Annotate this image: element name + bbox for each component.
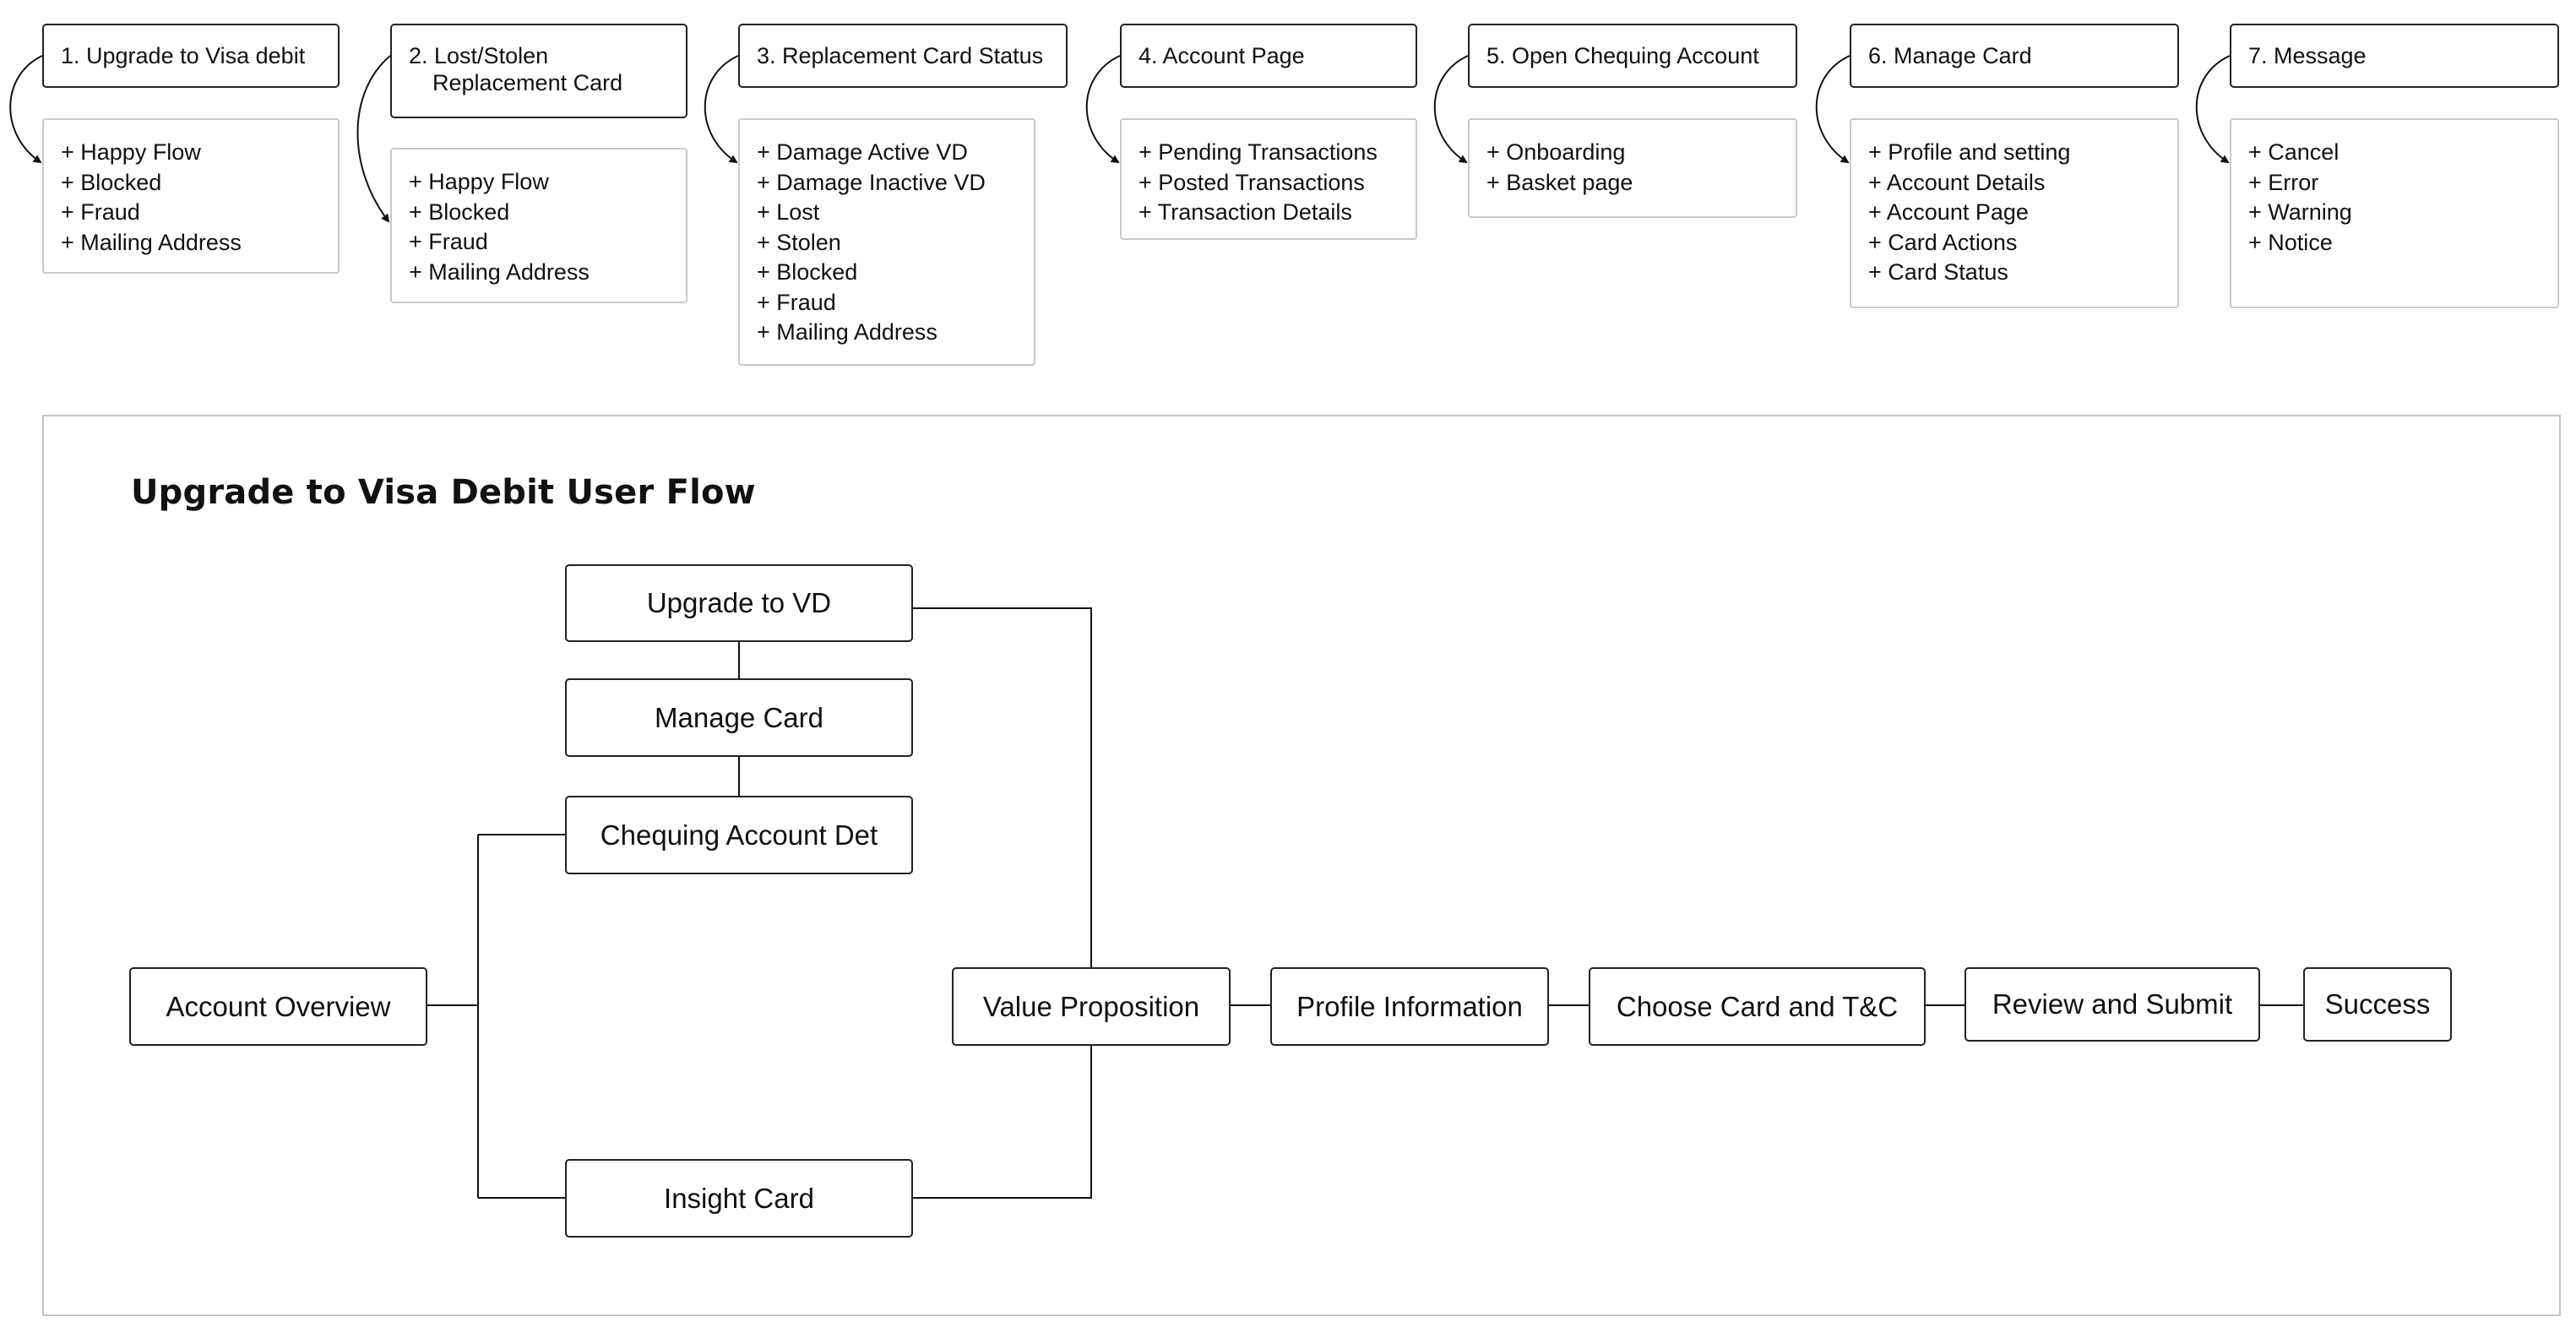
section-4-title: 4. Account Page	[1139, 43, 1305, 68]
list-item: + Damage Active VD	[757, 139, 968, 165]
curved-arrow-5	[1433, 55, 1469, 164]
node-success: Success	[2303, 967, 2452, 1042]
node-label: Insight Card	[664, 1182, 814, 1214]
section-3-list: + Damage Active VD + Damage Inactive VD …	[738, 118, 1035, 366]
section-3-title: 3. Replacement Card Status	[757, 43, 1044, 68]
section-4-list: + Pending Transactions + Posted Transact…	[1120, 118, 1417, 240]
list-item: + Account Details	[1868, 169, 2046, 195]
section-5-list: + Onboarding + Basket page	[1468, 118, 1797, 218]
node-label: Review and Submit	[1992, 988, 2233, 1020]
section-1-list: + Happy Flow + Blocked + Fraud + Mailing…	[42, 118, 340, 274]
list-item: + Account Page	[1868, 199, 2029, 225]
curved-arrow-7	[2195, 55, 2231, 164]
list-item: + Lost	[757, 199, 820, 225]
list-item: + Error	[2248, 169, 2319, 195]
node-label: Profile Information	[1296, 990, 1523, 1022]
list-item: + Blocked	[757, 259, 858, 285]
list-item: + Card Status	[1868, 259, 2008, 285]
list-item: + Mailing Address	[757, 319, 937, 345]
node-insight-card: Insight Card	[565, 1159, 913, 1238]
curved-arrow-6	[1815, 55, 1850, 164]
flow-title: Upgrade to Visa Debit User Flow	[131, 473, 756, 512]
node-label: Success	[2324, 988, 2431, 1020]
node-chequing-account-det: Chequing Account Det	[565, 796, 913, 874]
curved-arrow-1	[9, 55, 43, 164]
list-item: + Posted Transactions	[1139, 169, 1365, 195]
section-6-title: 6. Manage Card	[1868, 43, 2032, 68]
node-review-and-submit: Review and Submit	[1965, 967, 2260, 1042]
node-upgrade-to-vd: Upgrade to VD	[565, 564, 913, 642]
node-label: Manage Card	[655, 701, 823, 733]
section-2-header: 2. Lost/Stolen Replacement Card	[390, 24, 687, 118]
section-1-title: 1. Upgrade to Visa debit	[61, 43, 306, 68]
list-item: + Mailing Address	[61, 229, 242, 255]
list-item: + Warning	[2248, 199, 2352, 225]
list-item: + Mailing Address	[409, 258, 590, 285]
section-6-header: 6. Manage Card	[1850, 24, 2179, 88]
node-choose-card-tc: Choose Card and T&C	[1589, 967, 1926, 1046]
list-item: + Fraud	[61, 199, 140, 225]
connector-branch-chequing	[477, 834, 565, 1199]
list-item: + Fraud	[757, 289, 836, 315]
list-item: + Happy Flow	[409, 169, 549, 194]
connector-vd-value	[913, 607, 1092, 968]
list-item: + Notice	[2248, 229, 2333, 255]
node-value-proposition: Value Proposition	[952, 967, 1231, 1046]
section-2-title-line2: Replacement Card	[432, 70, 623, 95]
section-7-header: 7. Message	[2230, 24, 2559, 88]
curved-arrow-2	[356, 55, 391, 223]
list-item: + Card Actions	[1868, 229, 2018, 255]
section-7-list: + Cancel + Error + Warning + Notice	[2230, 118, 2559, 308]
section-3-header: 3. Replacement Card Status	[738, 24, 1068, 88]
connector-insight-value	[913, 1044, 1092, 1199]
curved-arrow-3	[704, 55, 739, 164]
node-label: Value Proposition	[982, 990, 1200, 1022]
node-label: Upgrade to VD	[646, 587, 832, 618]
list-item: + Onboarding	[1486, 139, 1626, 165]
section-1-header: 1. Upgrade to Visa debit	[42, 24, 340, 88]
user-flow-panel	[42, 415, 2561, 1316]
list-item: + Pending Transactions	[1139, 139, 1378, 165]
list-item: + Blocked	[61, 169, 162, 195]
list-item: + Profile and setting	[1868, 139, 2071, 165]
section-4-header: 4. Account Page	[1120, 24, 1417, 88]
node-manage-card: Manage Card	[565, 678, 913, 757]
list-item: + Stolen	[757, 229, 841, 255]
list-item: + Blocked	[409, 199, 510, 225]
node-account-overview: Account Overview	[129, 967, 427, 1046]
list-item: + Cancel	[2248, 139, 2340, 165]
section-2-list: + Happy Flow + Blocked + Fraud + Mailing…	[390, 148, 687, 303]
section-2-title: 2. Lost/Stolen	[409, 43, 549, 68]
section-6-list: + Profile and setting + Account Details …	[1850, 118, 2179, 308]
curved-arrow-4	[1085, 55, 1121, 164]
list-item: + Happy Flow	[61, 139, 201, 165]
node-profile-information: Profile Information	[1270, 967, 1549, 1046]
node-label: Chequing Account Det	[600, 819, 878, 851]
node-label: Account Overview	[166, 990, 391, 1022]
section-5-title: 5. Open Chequing Account	[1486, 43, 1759, 68]
list-item: + Damage Inactive VD	[757, 169, 986, 195]
section-7-title: 7. Message	[2248, 43, 2367, 68]
section-5-header: 5. Open Chequing Account	[1468, 24, 1797, 88]
node-label: Choose Card and T&C	[1616, 990, 1899, 1022]
list-item: + Fraud	[409, 229, 488, 254]
list-item: + Basket page	[1486, 169, 1633, 195]
list-item: + Transaction Details	[1139, 199, 1352, 225]
